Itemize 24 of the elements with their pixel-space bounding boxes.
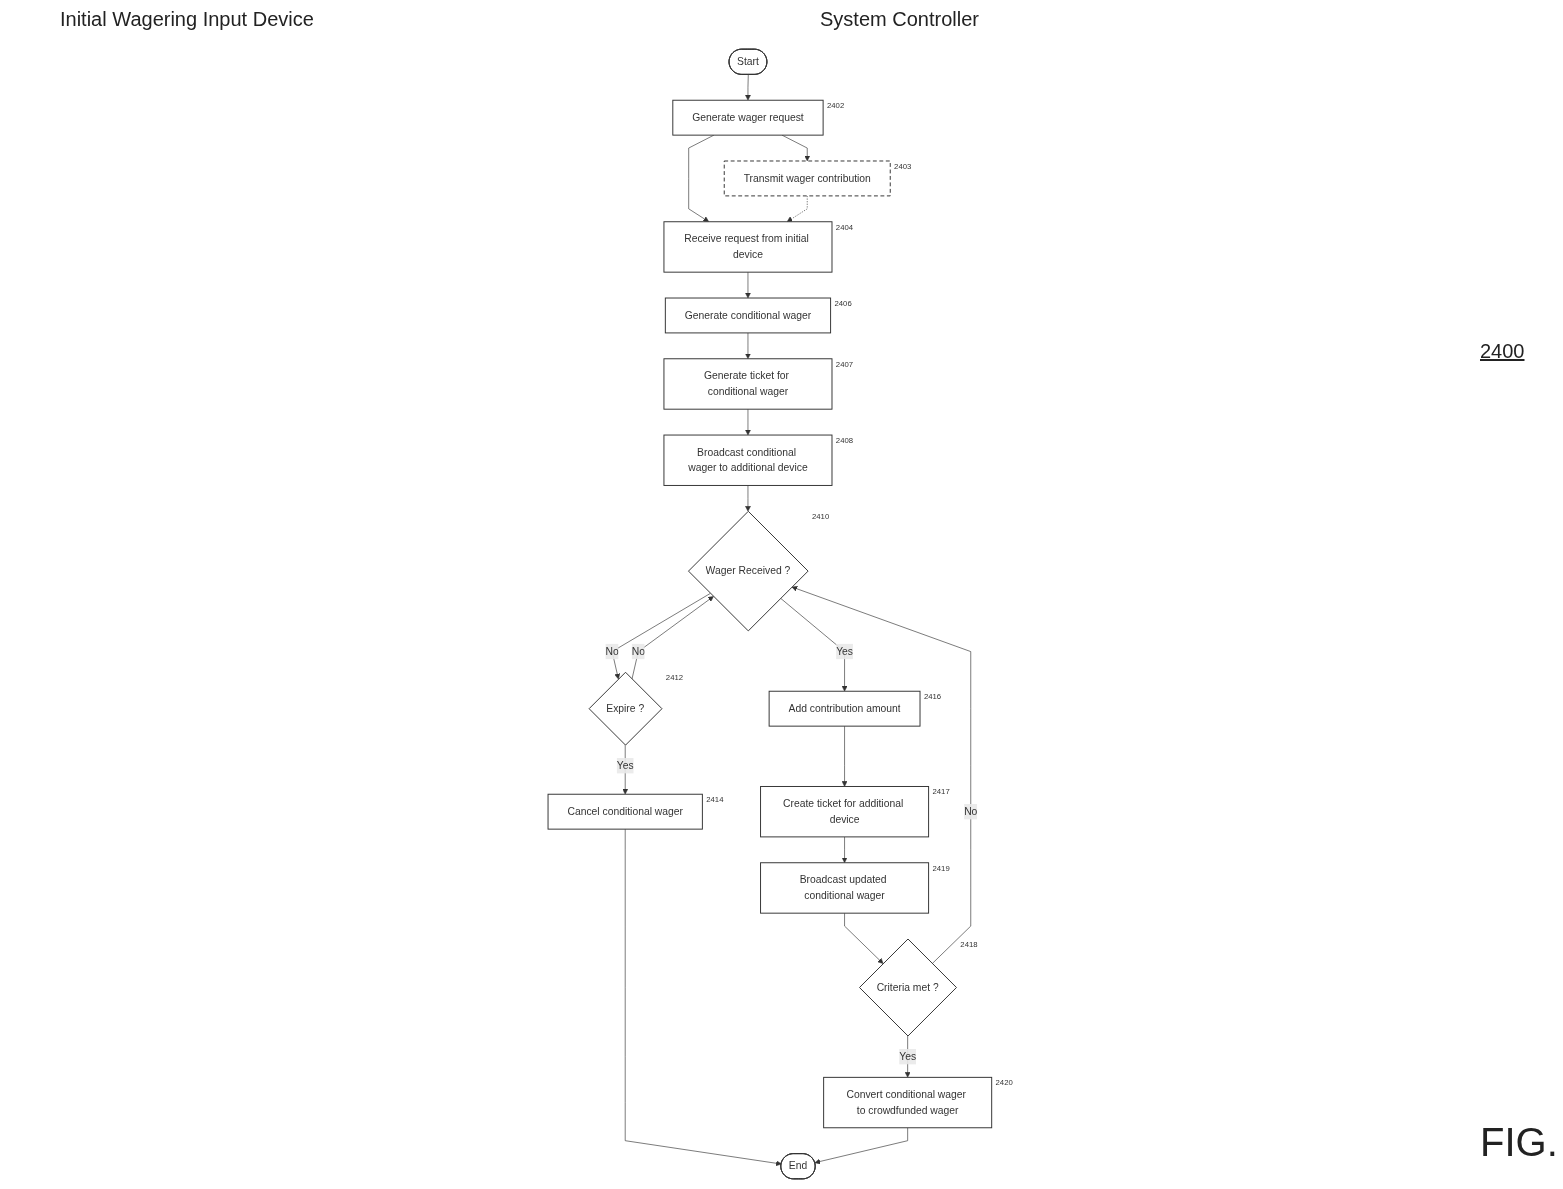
edge-label: No — [964, 805, 978, 817]
node-diamond: Expire ? — [588, 671, 663, 746]
column-heading: System Controller — [820, 8, 979, 31]
figure-number: 2400 — [1480, 340, 1525, 363]
node-box: Receive request from initial device — [663, 221, 833, 273]
node-box: Add contribution amount — [768, 690, 921, 727]
node-box: Convert conditional wager to crowdfunded wager — [823, 1076, 993, 1129]
node-box: Cancel conditional wager — [547, 793, 703, 830]
node-diamond: Criteria met ? — [859, 938, 957, 1037]
edge-label: Yes — [899, 1050, 917, 1062]
node-box: Broadcast conditional wager to additional device — [663, 434, 833, 486]
node-box: Generate ticket for conditional wager — [663, 358, 833, 410]
edge-label: No — [605, 645, 619, 657]
node-box: Transmit wager contribution — [723, 160, 891, 197]
node-box: Broadcast updated conditional wager — [760, 862, 930, 914]
edge-label: Yes — [836, 645, 854, 657]
node-box: Generate wager request — [672, 99, 824, 136]
node-diamond: Wager Received ? — [688, 510, 809, 632]
node-box: Generate conditional wager — [664, 297, 832, 334]
column-heading: Initial Wagering Input Device — [60, 8, 314, 31]
edge-label: Yes — [616, 759, 634, 771]
edge-label: No — [631, 645, 645, 657]
figure-label: FIG. — [1480, 1120, 1558, 1165]
node-box: Create ticket for additional device — [760, 786, 930, 838]
